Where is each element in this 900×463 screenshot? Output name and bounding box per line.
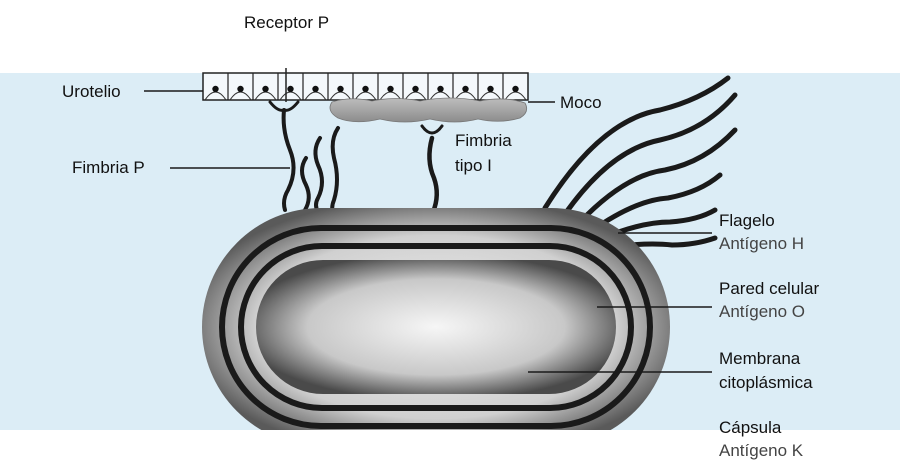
pared-celular-label: Pared celular (719, 278, 819, 299)
cell-nucleus (212, 86, 218, 92)
fimbria-p-label: Fimbria P (72, 157, 145, 178)
cell-nucleus (312, 86, 318, 92)
cell-nucleus (237, 86, 243, 92)
flagelo-label: Flagelo (719, 210, 775, 231)
cytoplasm (256, 260, 616, 394)
cell-nucleus (462, 86, 468, 92)
mucus-layer (330, 98, 527, 122)
urotelio-label: Urotelio (62, 81, 121, 102)
capsula-label: Cápsula (719, 417, 781, 438)
urothelium-cells (203, 73, 528, 100)
antigeno-o-label: Antígeno O (719, 301, 805, 322)
membrana-label-line1: Membrana (719, 348, 800, 369)
cell-nucleus (412, 86, 418, 92)
cell-nucleus (287, 86, 293, 92)
fimbria-tipo1-label-line2: tipo I (455, 155, 492, 176)
cell-nucleus (387, 86, 393, 92)
cell-nucleus (487, 86, 493, 92)
fimbria-tipo1-label-line1: Fimbria (455, 130, 512, 151)
cell-nucleus (512, 86, 518, 92)
moco-label: Moco (560, 92, 602, 113)
cell-nucleus (437, 86, 443, 92)
receptor-p-label: Receptor P (244, 12, 329, 33)
membrana-label-line2: citoplásmica (719, 372, 813, 393)
cell-nucleus (337, 86, 343, 92)
antigeno-k-label: Antígeno K (719, 440, 803, 461)
cell-nucleus (362, 86, 368, 92)
antigeno-h-label: Antígeno H (719, 233, 804, 254)
cell-nucleus (262, 86, 268, 92)
